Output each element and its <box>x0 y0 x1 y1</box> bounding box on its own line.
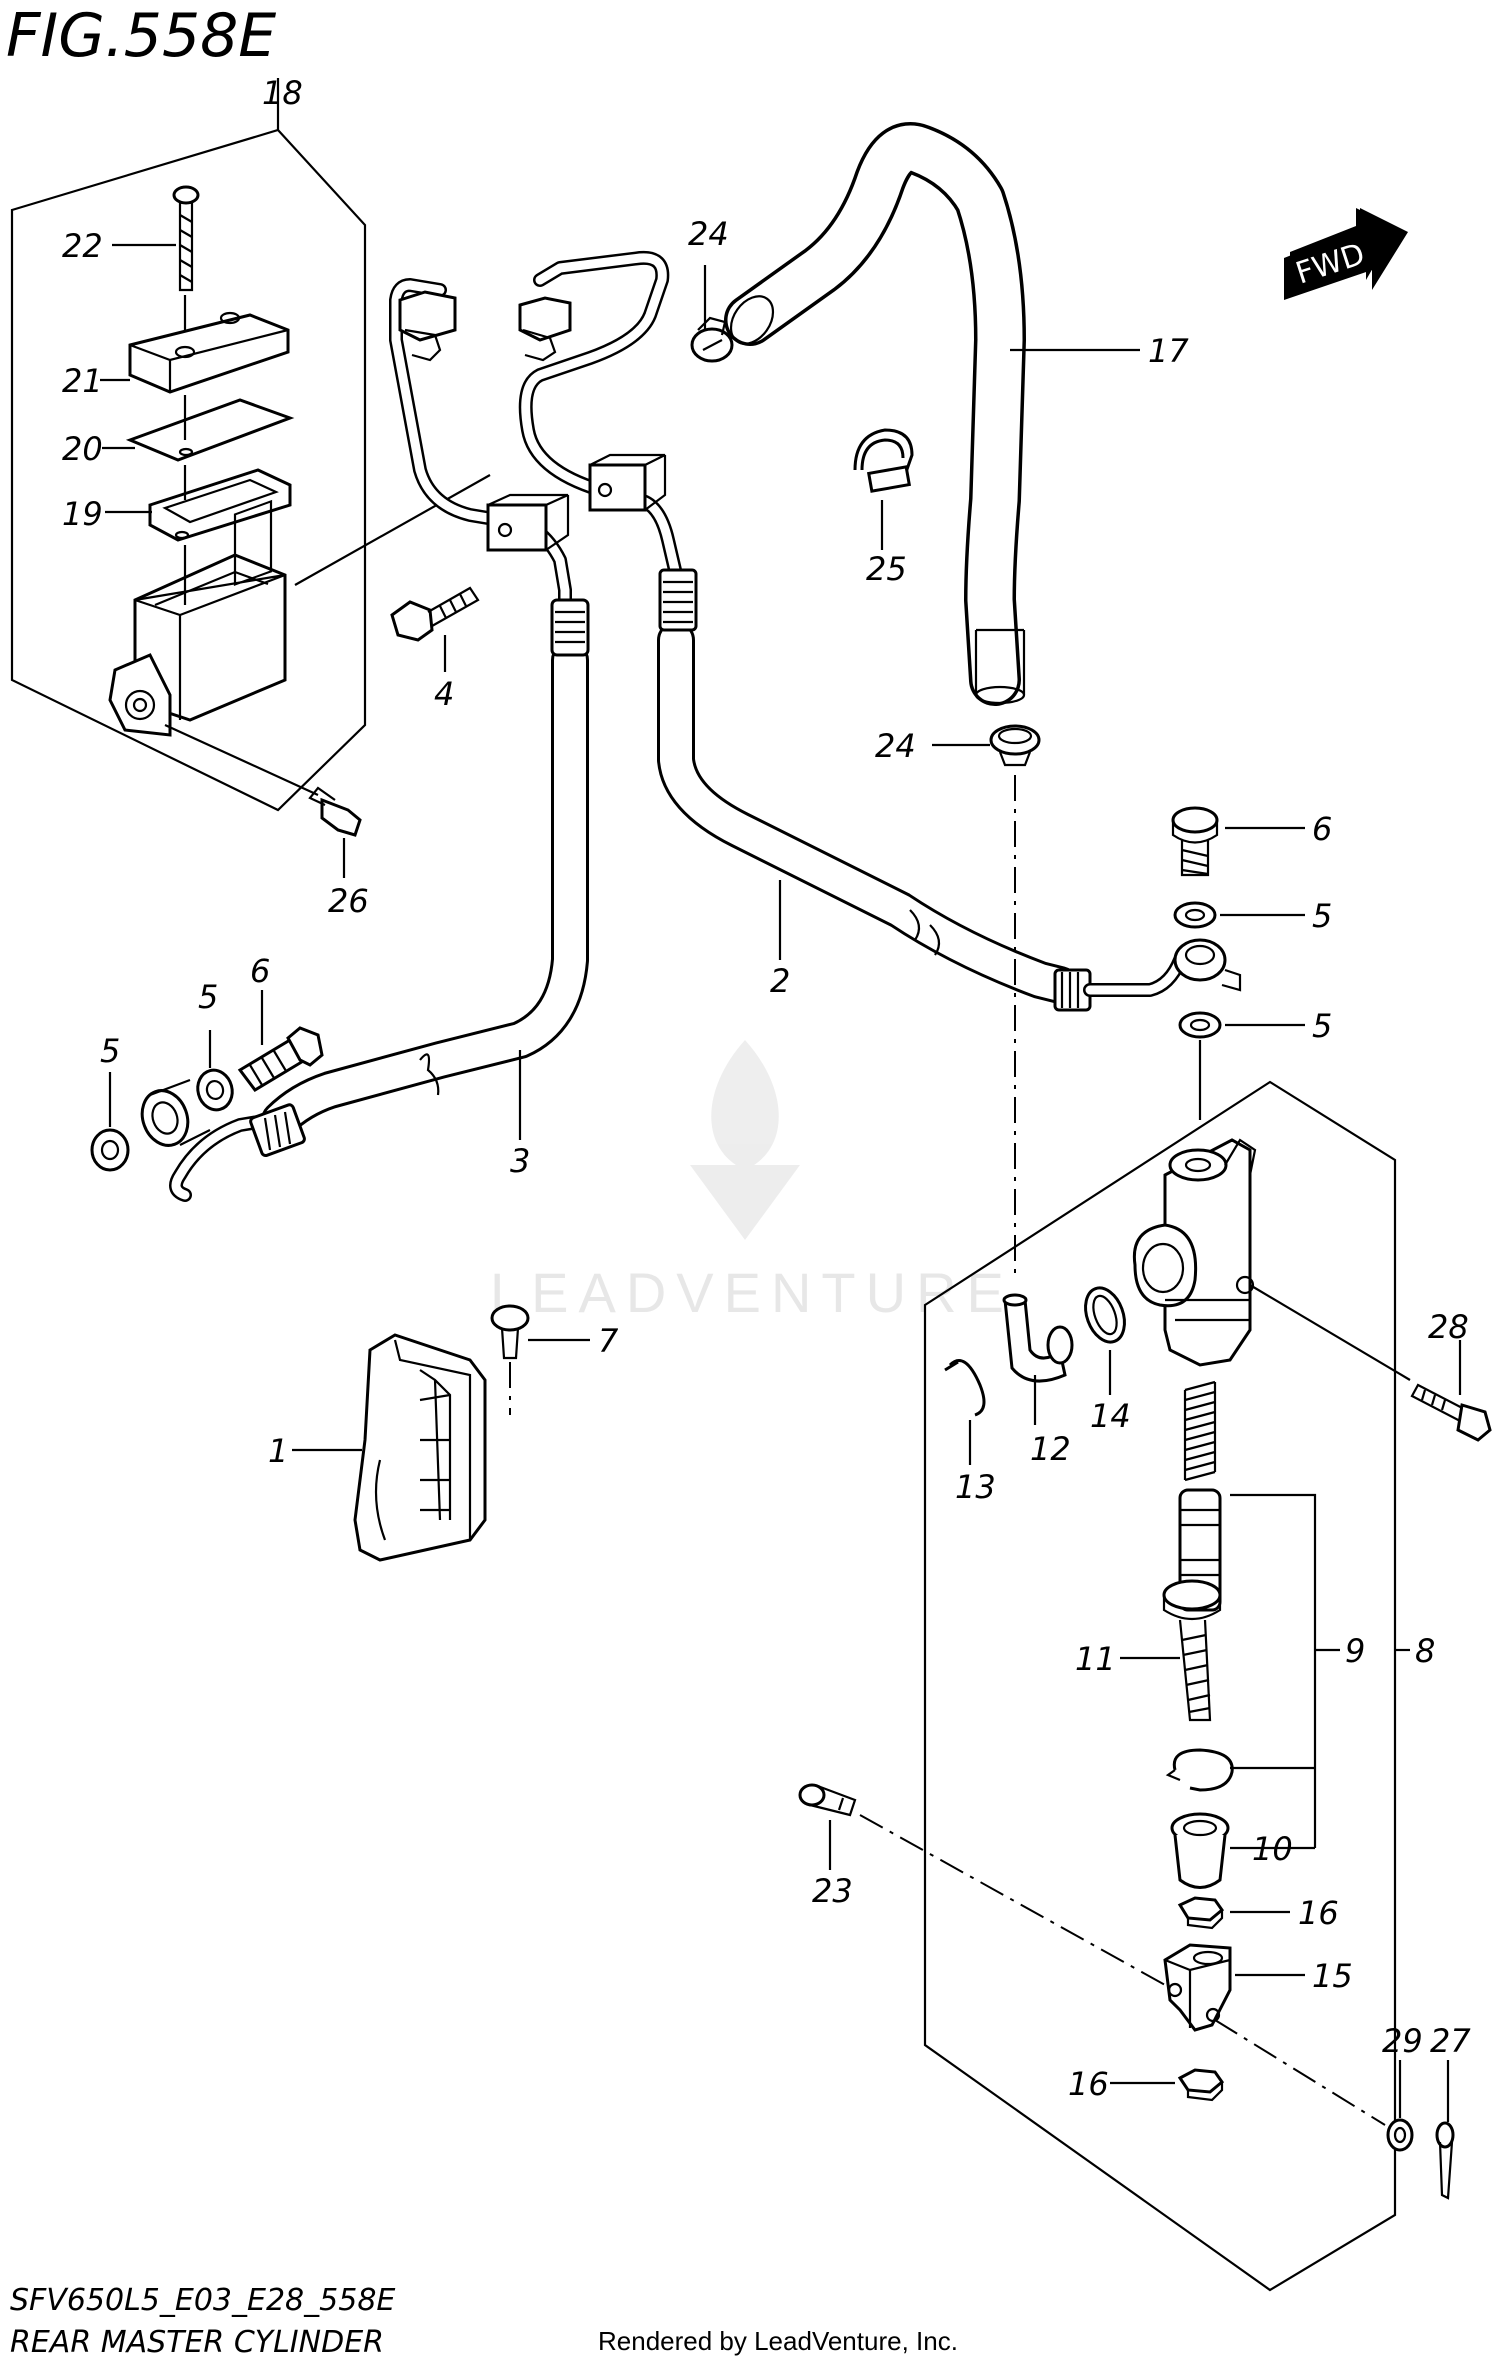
callout-4: 4 <box>434 675 454 713</box>
part-16-nut-bottom <box>1177 2068 1225 2102</box>
part-4-bolt <box>390 586 480 642</box>
part-1-cover <box>353 1333 487 1562</box>
callout-13: 13 <box>955 1468 996 1506</box>
callout-24-top: 24 <box>688 215 729 253</box>
figure-title: FIG.558E <box>6 1 276 71</box>
callout-12: 12 <box>1030 1430 1071 1468</box>
callout-25: 25 <box>866 550 907 588</box>
part-14-o-ring <box>1084 1286 1126 1344</box>
part-6-banjo-bolt-right <box>1171 806 1219 877</box>
part-10-boot <box>1170 1812 1230 1889</box>
callout-14: 14 <box>1090 1397 1131 1435</box>
part-20-plate <box>125 398 295 462</box>
callout-21: 21 <box>62 362 103 400</box>
part-19-diaphragm <box>148 468 292 542</box>
callout-18: 18 <box>262 74 303 112</box>
callout-23: 23 <box>812 1872 853 1910</box>
callout-1: 1 <box>268 1432 288 1470</box>
callout-16-top: 16 <box>1298 1894 1339 1932</box>
callout-19: 19 <box>62 495 103 533</box>
callout-5-right-bottom: 5 <box>1312 1007 1332 1045</box>
callout-8: 8 <box>1415 1632 1435 1670</box>
part-13-clip <box>944 1359 986 1417</box>
leadventure-watermark: LEADVENTURE <box>490 1040 1014 1324</box>
callout-5-left: 5 <box>100 1032 120 1070</box>
callout-3: 3 <box>510 1142 530 1180</box>
part-27-cotter-pin <box>1435 2121 1455 2200</box>
part-26-bolt <box>308 786 362 837</box>
part-6-banjo-bolt-left <box>237 1026 324 1092</box>
callout-5-right-top: 5 <box>1312 897 1332 935</box>
figure-name: REAR MASTER CYLINDER <box>10 2325 384 2360</box>
part-5-washer-right-bottom <box>1178 1011 1222 1039</box>
figure-code: SFV650L5_E03_E28_558E <box>10 2283 395 2318</box>
callout-27: 27 <box>1430 2022 1471 2060</box>
reservoir-to-joint-line <box>294 474 491 586</box>
part-5-washer-left <box>90 1128 130 1172</box>
callout-5-left-inner: 5 <box>198 978 218 1016</box>
part-5-washer-left-inner <box>196 1068 234 1112</box>
callout-17: 17 <box>1148 332 1189 370</box>
part-8-master-cylinder-body <box>1132 1138 1257 1367</box>
part-9-spring <box>1183 1380 1217 1482</box>
part-23-pin <box>798 1783 857 1817</box>
callout-22: 22 <box>62 227 103 265</box>
callout-26: 26 <box>328 882 369 920</box>
callout-2: 2 <box>770 962 790 1000</box>
master-cylinder-box <box>923 1080 1397 2292</box>
part-2-hose <box>518 250 1242 1012</box>
callout-11: 11 <box>1075 1640 1116 1678</box>
callout-9: 9 <box>1345 1632 1365 1670</box>
callout-6-left: 6 <box>250 952 270 990</box>
callout-7: 7 <box>598 1322 619 1360</box>
part-5-washer-right-top <box>1173 901 1217 929</box>
part-16-nut-top <box>1177 1896 1225 1930</box>
part-28-bolt <box>1410 1383 1492 1442</box>
part-24-clamp-bottom <box>989 724 1041 767</box>
leader-28-axis <box>1249 1284 1411 1381</box>
callout-16-bottom: 16 <box>1068 2065 1109 2103</box>
callout-20: 20 <box>62 430 103 468</box>
pin-centerline <box>859 1814 1166 1986</box>
part-29-washer <box>1386 2118 1414 2152</box>
part-22-screw <box>172 185 200 292</box>
callout-28: 28 <box>1428 1308 1469 1346</box>
callout-15: 15 <box>1312 1957 1353 1995</box>
part-7-screw <box>490 1304 530 1360</box>
part-11-push-rod <box>1162 1579 1222 1722</box>
callout-24-bottom: 24 <box>875 727 916 765</box>
leader-9-bracket-top <box>1230 1493 1317 1850</box>
part-17-reservoir-hose <box>724 122 1026 706</box>
callout-29: 29 <box>1382 2022 1423 2060</box>
part-21-cap <box>128 311 290 394</box>
part-3-hose <box>140 278 590 1202</box>
part-15-clevis <box>1163 1943 1232 2032</box>
rendered-by: Rendered by LeadVenture, Inc. <box>598 2326 958 2356</box>
part-25-clamp <box>853 428 914 493</box>
watermark-text: LEADVENTURE <box>490 1261 1014 1324</box>
callout-10: 10 <box>1252 1830 1293 1868</box>
part-24-clamp-top <box>690 316 734 363</box>
callout-6-right: 6 <box>1312 810 1332 848</box>
part-18-reservoir-body <box>108 499 287 737</box>
part-9-circlip <box>1165 1748 1234 1792</box>
part-12-fitting <box>1002 1293 1074 1383</box>
leader-26-axis <box>164 723 319 797</box>
cotter-centerline <box>1214 2019 1386 2126</box>
fwd-arrow-icon: FWD <box>1284 208 1408 300</box>
